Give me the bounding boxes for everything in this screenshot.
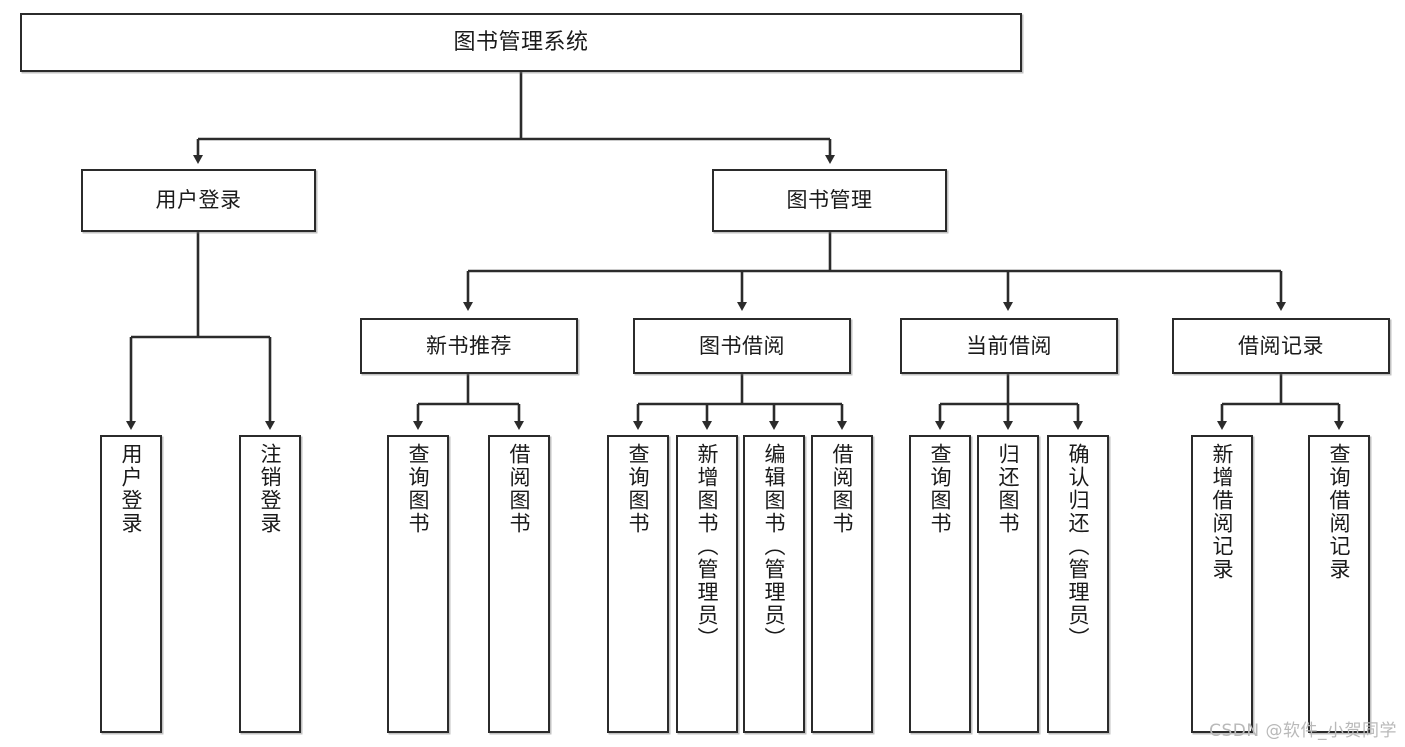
node-label: 借阅记录 xyxy=(1238,333,1324,358)
node-label: 图书管理系统 xyxy=(453,29,589,55)
node-leaf-add-book[interactable]: 新增图书（管理员） xyxy=(676,435,738,733)
node-borrow-record[interactable]: 借阅记录 xyxy=(1172,318,1390,374)
node-current-borrow[interactable]: 当前借阅 xyxy=(900,318,1118,374)
node-user-login[interactable]: 用户登录 xyxy=(81,169,316,232)
node-label: 确认归还（管理员） xyxy=(1066,443,1091,650)
node-label: 新增借阅记录 xyxy=(1210,443,1235,581)
node-label: 注销登录 xyxy=(258,443,283,535)
node-leaf-confirm-return[interactable]: 确认归还（管理员） xyxy=(1047,435,1109,733)
node-leaf-logout-login[interactable]: 注销登录 xyxy=(239,435,301,733)
node-leaf-add-record[interactable]: 新增借阅记录 xyxy=(1191,435,1253,733)
node-leaf-query-book-3[interactable]: 查询图书 xyxy=(909,435,971,733)
node-root-system[interactable]: 图书管理系统 xyxy=(20,13,1022,72)
node-label: 归还图书 xyxy=(996,443,1021,535)
node-book-borrow[interactable]: 图书借阅 xyxy=(633,318,851,374)
node-label: 查询图书 xyxy=(406,443,431,535)
node-label: 查询借阅记录 xyxy=(1327,443,1352,581)
node-label: 新书推荐 xyxy=(426,333,512,358)
node-leaf-query-book-1[interactable]: 查询图书 xyxy=(387,435,449,733)
node-new-book-recommend[interactable]: 新书推荐 xyxy=(360,318,578,374)
node-label: 查询图书 xyxy=(626,443,651,535)
node-label: 图书借阅 xyxy=(699,333,785,358)
node-book-management[interactable]: 图书管理 xyxy=(712,169,947,232)
node-label: 编辑图书（管理员） xyxy=(762,443,787,650)
node-label: 用户登录 xyxy=(119,443,144,535)
node-label: 用户登录 xyxy=(155,188,242,213)
csdn-watermark: CSDN @软件_小贺同学 xyxy=(1209,721,1397,741)
node-label: 新增图书（管理员） xyxy=(695,443,720,650)
node-label: 借阅图书 xyxy=(830,443,855,535)
node-leaf-query-book-2[interactable]: 查询图书 xyxy=(607,435,669,733)
node-leaf-query-record[interactable]: 查询借阅记录 xyxy=(1308,435,1370,733)
node-leaf-edit-book[interactable]: 编辑图书（管理员） xyxy=(743,435,805,733)
node-leaf-user-login[interactable]: 用户登录 xyxy=(100,435,162,733)
node-label: 图书管理 xyxy=(786,188,873,213)
node-label: 当前借阅 xyxy=(966,333,1052,358)
node-label: 查询图书 xyxy=(928,443,953,535)
node-leaf-borrow-book-2[interactable]: 借阅图书 xyxy=(811,435,873,733)
node-leaf-return-book[interactable]: 归还图书 xyxy=(977,435,1039,733)
node-leaf-borrow-book-1[interactable]: 借阅图书 xyxy=(488,435,550,733)
node-label: 借阅图书 xyxy=(507,443,532,535)
